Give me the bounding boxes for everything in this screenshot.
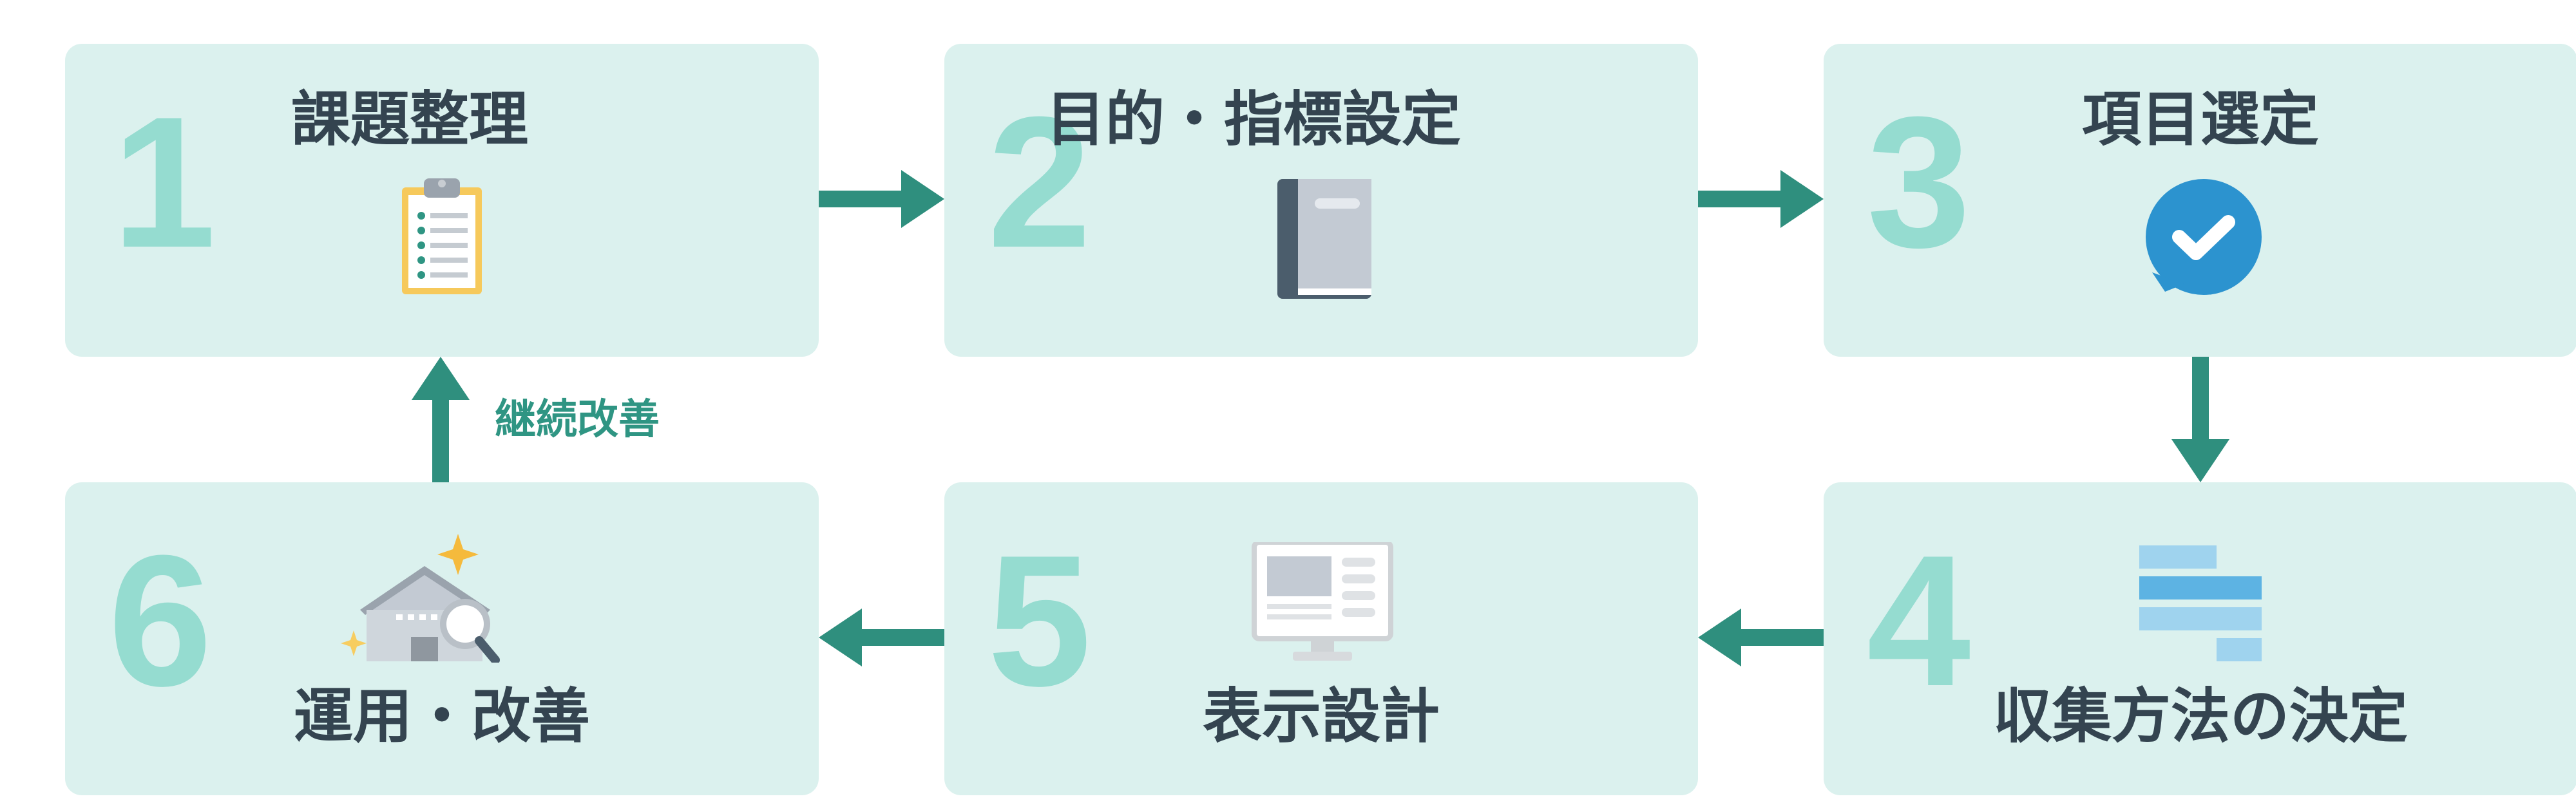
- arrow-2-to-3: [1698, 170, 1824, 228]
- step-title: 項目選定: [2081, 85, 2319, 154]
- step-number: 3: [1867, 78, 1971, 287]
- arrow-4-to-5: [1698, 609, 1824, 666]
- continuous-improvement-label: 継続改善: [495, 396, 660, 444]
- step-card-1: 1 課題整理: [65, 44, 819, 357]
- arrow-5-to-6: [819, 609, 944, 666]
- clipboard-checklist-icon: [397, 176, 487, 301]
- step-card-3: 3 項目選定: [1824, 44, 2576, 357]
- step-title: 表示設計: [1202, 682, 1440, 751]
- step-card-5: 5 表示設計: [944, 482, 1698, 795]
- step-title: 収集方法の決定: [1992, 682, 2408, 751]
- arrow-1-to-2: [819, 170, 944, 228]
- step-number: 6: [108, 516, 213, 725]
- stacked-bars-icon: [2139, 545, 2262, 670]
- step-title: 目的・指標設定: [1045, 85, 1461, 154]
- monitor-icon: [1252, 540, 1393, 667]
- house-magnifier-icon: [341, 534, 515, 665]
- book-icon: [1268, 173, 1378, 304]
- step-number: 5: [987, 516, 1092, 725]
- check-bubble-icon: [2139, 176, 2268, 307]
- step-card-2: 2 目的・指標設定: [944, 44, 1698, 357]
- arrow-3-to-4: [2171, 357, 2229, 482]
- step-title: 課題整理: [291, 85, 528, 154]
- step-card-4: 4 収集方法の決定: [1824, 482, 2576, 795]
- step-number: 1: [112, 78, 216, 287]
- step-card-6: 6 運用・改善: [65, 482, 819, 795]
- step-title: 運用・改善: [293, 682, 590, 751]
- step-number: 2: [987, 78, 1092, 287]
- step-number: 4: [1867, 516, 1971, 725]
- arrow-6-to-1: [412, 357, 470, 482]
